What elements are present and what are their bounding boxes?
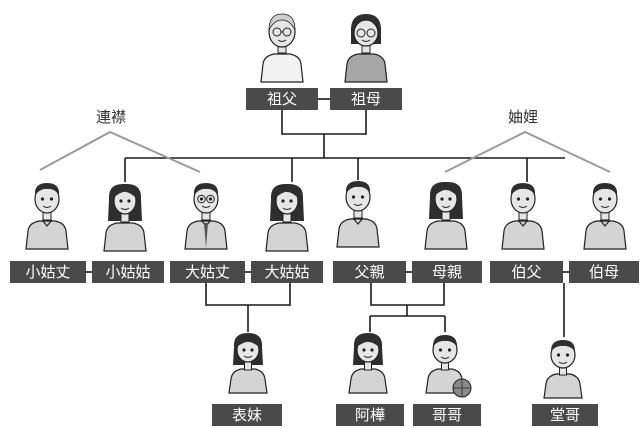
paternal-aunt-husband-elder-figure (184, 182, 228, 250)
label-cousin-female-younger: 表妹 (212, 404, 282, 426)
paternal-cousin-elder-brother-figure (543, 339, 583, 399)
father-elder-brother-figure (501, 182, 545, 250)
label-self: 阿樺 (336, 404, 404, 426)
father-figure (336, 180, 380, 248)
label-paternal-aunt-elder: 大姑姑 (251, 261, 323, 283)
father-elder-brother-wife-figure (583, 182, 627, 250)
cousin-female-younger-figure (228, 332, 268, 394)
label-paternal-aunt-husband-elder: 大姑丈 (170, 261, 245, 283)
label-elder-brother: 哥哥 (413, 404, 481, 426)
group-label-zhouli: 妯娌 (508, 108, 539, 126)
grandfather-figure (260, 13, 304, 83)
paternal-aunt-elder-figure (265, 183, 309, 252)
label-mother: 母親 (412, 261, 482, 283)
paternal-aunt-husband-young-figure (25, 182, 69, 250)
label-father-elder-brother: 伯父 (490, 261, 563, 283)
grandmother-figure (344, 14, 388, 83)
label-father: 父親 (333, 261, 406, 283)
connector-lines (86, 98, 569, 337)
group-label-lianjin: 連襟 (96, 108, 127, 126)
label-father-elder-brother-wife: 伯母 (569, 261, 639, 283)
label-paternal-cousin-elder-brother: 堂哥 (532, 404, 598, 426)
paternal-aunt-young-figure (103, 183, 147, 252)
mother-figure (424, 181, 468, 250)
elder-brother-figure (425, 334, 472, 398)
relation-lines (39, 130, 611, 173)
label-paternal-aunt-young: 小姑姑 (92, 261, 164, 283)
label-grandmother: 祖母 (330, 88, 402, 110)
label-grandfather: 祖父 (246, 88, 318, 110)
self-figure (348, 332, 388, 394)
label-paternal-aunt-husband-young: 小姑丈 (10, 261, 86, 283)
